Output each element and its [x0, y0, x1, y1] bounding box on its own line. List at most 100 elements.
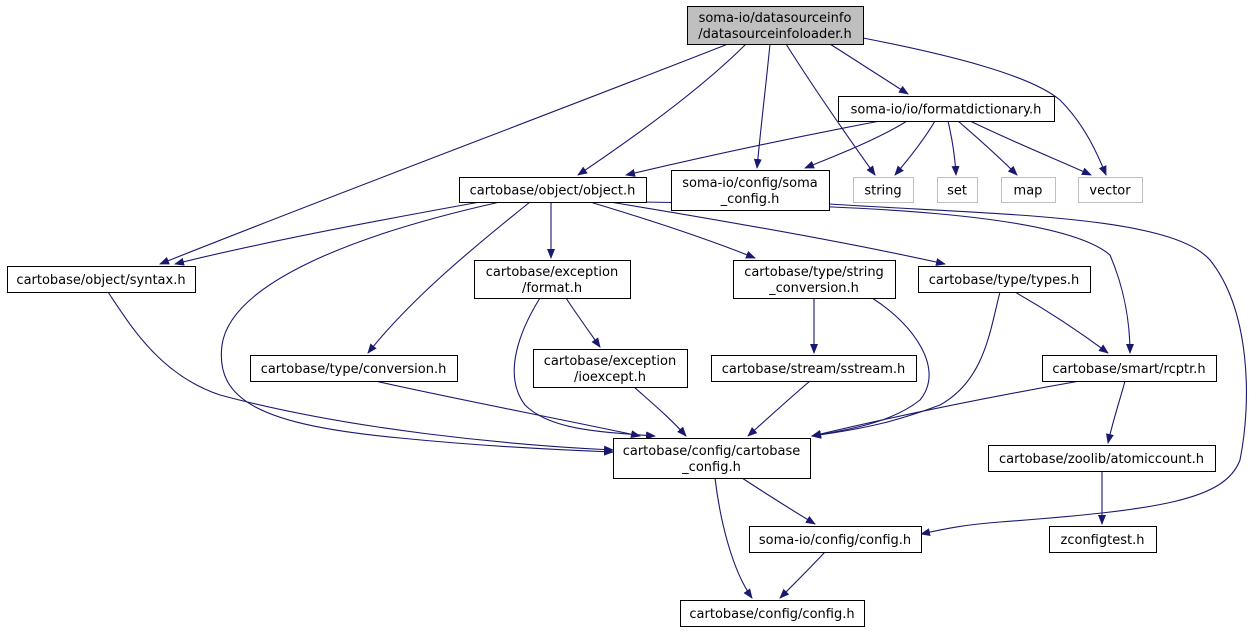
node-rcptr[interactable]: cartobase/smart/rcptr.h	[1042, 355, 1217, 382]
node-box-set	[937, 177, 978, 203]
node-label-zconfigtest-line-0: zconfigtest.h	[1061, 533, 1145, 548]
edge-somaio_config-to-cartobase_config_h	[779, 551, 826, 599]
node-string_conv[interactable]: cartobase/type/string_conversion.h	[733, 260, 896, 299]
node-label-map-line-0: map	[1014, 184, 1043, 199]
node-vector: vector	[1078, 177, 1143, 203]
node-label-object-line-0: cartobase/object/object.h	[470, 184, 636, 199]
node-types[interactable]: cartobase/type/types.h	[918, 266, 1091, 293]
node-label-string_conv-line-0: cartobase/type/string	[744, 265, 884, 280]
node-label-exc_format-line-1: /format.h	[522, 281, 582, 296]
node-label-exc_format-line-0: cartobase/exception	[486, 265, 618, 280]
node-box-zconfigtest	[1049, 526, 1157, 553]
node-box-map	[1001, 177, 1056, 203]
node-cartobase_config_h[interactable]: cartobase/config/config.h	[680, 600, 865, 627]
node-box-sstream	[711, 355, 917, 382]
edge-rcptr-to-atomiccount	[1106, 380, 1126, 444]
edge-root-to-object	[577, 43, 747, 176]
node-string: string	[853, 177, 914, 203]
edge-root-to-string	[785, 43, 876, 176]
node-label-soma_config-line-0: soma-io/config/soma	[682, 176, 818, 191]
node-box-vector	[1078, 177, 1143, 203]
edge-formatdictionary-to-soma_config	[804, 120, 908, 169]
node-formatdictionary[interactable]: soma-io/io/formatdictionary.h	[838, 96, 1055, 122]
node-atomiccount[interactable]: cartobase/zoolib/atomiccount.h	[988, 445, 1216, 472]
node-syntax[interactable]: cartobase/object/syntax.h	[7, 266, 196, 293]
node-conversion[interactable]: cartobase/type/conversion.h	[250, 355, 458, 382]
edge-sstream-to-cartobase_config	[747, 380, 811, 437]
node-box-root	[687, 6, 864, 45]
nodes-layer: soma-io/datasourceinfo/datasourceinfoloa…	[7, 6, 1217, 627]
edge-root-to-vector	[862, 37, 1107, 176]
edge-rcptr-to-cartobase_config	[811, 380, 1081, 438]
node-label-syntax-line-0: cartobase/object/syntax.h	[16, 273, 185, 288]
edge-types-to-cartobase_config	[811, 291, 1001, 439]
node-ioexcept[interactable]: cartobase/exception/ioexcept.h	[533, 349, 688, 388]
edge-root-to-soma_config	[753, 43, 771, 169]
node-soma_config[interactable]: soma-io/config/soma_config.h	[671, 170, 830, 211]
edge-object-to-string_conv	[589, 201, 756, 259]
node-label-cartobase_config-line-0: cartobase/config/cartobase	[623, 444, 801, 459]
node-box-object	[459, 177, 647, 203]
node-box-formatdictionary	[838, 96, 1055, 122]
node-label-atomiccount-line-0: cartobase/zoolib/atomiccount.h	[999, 452, 1204, 467]
node-label-root-line-1: /datasourceinfoloader.h	[698, 27, 852, 42]
node-map: map	[1001, 177, 1056, 203]
edge-root-to-syntax	[159, 43, 729, 265]
node-label-soma_config-line-1: _config.h	[720, 192, 780, 207]
node-set: set	[937, 177, 978, 203]
node-box-types	[918, 266, 1091, 293]
edge-cartobase_config-to-cartobase_config_h	[714, 477, 753, 599]
node-box-somaio_config	[749, 526, 922, 553]
node-zconfigtest[interactable]: zconfigtest.h	[1049, 526, 1157, 553]
node-label-sstream-line-0: cartobase/stream/sstream.h	[722, 362, 906, 377]
node-box-conversion	[250, 355, 458, 382]
node-box-string_conv	[733, 260, 896, 299]
node-object[interactable]: cartobase/object/object.h	[459, 177, 647, 203]
edges-layer	[107, 37, 1247, 599]
node-label-ioexcept-line-1: /ioexcept.h	[574, 370, 646, 385]
node-box-string	[853, 177, 914, 203]
node-label-string-line-0: string	[864, 184, 901, 199]
node-box-exc_format	[474, 260, 631, 299]
node-label-somaio_config-line-0: soma-io/config/config.h	[759, 533, 911, 548]
node-label-string_conv-line-1: _conversion.h	[768, 281, 859, 296]
node-root[interactable]: soma-io/datasourceinfo/datasourceinfoloa…	[687, 6, 864, 45]
node-exc_format[interactable]: cartobase/exception/format.h	[474, 260, 631, 299]
node-label-formatdictionary-line-0: soma-io/io/formatdictionary.h	[851, 103, 1042, 118]
node-somaio_config[interactable]: soma-io/config/config.h	[749, 526, 922, 553]
node-label-cartobase_config_h-line-0: cartobase/config/config.h	[689, 607, 854, 622]
node-box-ioexcept	[533, 349, 688, 388]
edge-root-to-formatdictionary	[829, 43, 909, 95]
node-box-syntax	[7, 266, 196, 293]
node-label-types-line-0: cartobase/type/types.h	[929, 273, 1079, 288]
node-label-root-line-0: soma-io/datasourceinfo	[699, 11, 852, 26]
node-box-soma_config	[671, 170, 830, 211]
edge-formatdictionary-to-map	[957, 120, 1018, 176]
node-label-ioexcept-line-0: cartobase/exception	[544, 354, 676, 369]
node-label-rcptr-line-0: cartobase/smart/rcptr.h	[1052, 362, 1205, 377]
node-label-conversion-line-0: cartobase/type/conversion.h	[261, 362, 447, 377]
edge-object-to-types	[609, 201, 946, 266]
edge-exc_format-to-ioexcept	[565, 297, 601, 348]
edge-formatdictionary-to-vector	[969, 120, 1092, 176]
edge-types-to-rcptr	[1014, 291, 1109, 354]
node-cartobase_config[interactable]: cartobase/config/cartobase_config.h	[613, 438, 811, 479]
node-box-rcptr	[1042, 355, 1217, 382]
edge-soma_config-to-somaio_config	[828, 203, 1247, 537]
edge-object-to-conversion	[367, 201, 531, 354]
edge-object-to-syntax	[174, 201, 481, 266]
node-box-cartobase_config	[613, 438, 811, 479]
edge-formatdictionary-to-object	[625, 120, 881, 177]
node-box-cartobase_config_h	[680, 600, 865, 627]
edge-cartobase_config-to-somaio_config	[741, 477, 816, 525]
edge-exc_format-to-cartobase_config	[513, 297, 656, 440]
edge-syntax-to-cartobase_config	[107, 291, 614, 454]
node-sstream[interactable]: cartobase/stream/sstream.h	[711, 355, 917, 382]
edge-formatdictionary-to-set	[947, 120, 960, 176]
edge-formatdictionary-to-string	[894, 120, 936, 176]
node-label-set-line-0: set	[947, 184, 967, 199]
edge-conversion-to-cartobase_config	[374, 380, 641, 439]
edge-ioexcept-to-cartobase_config	[633, 386, 687, 437]
node-box-atomiccount	[988, 445, 1216, 472]
